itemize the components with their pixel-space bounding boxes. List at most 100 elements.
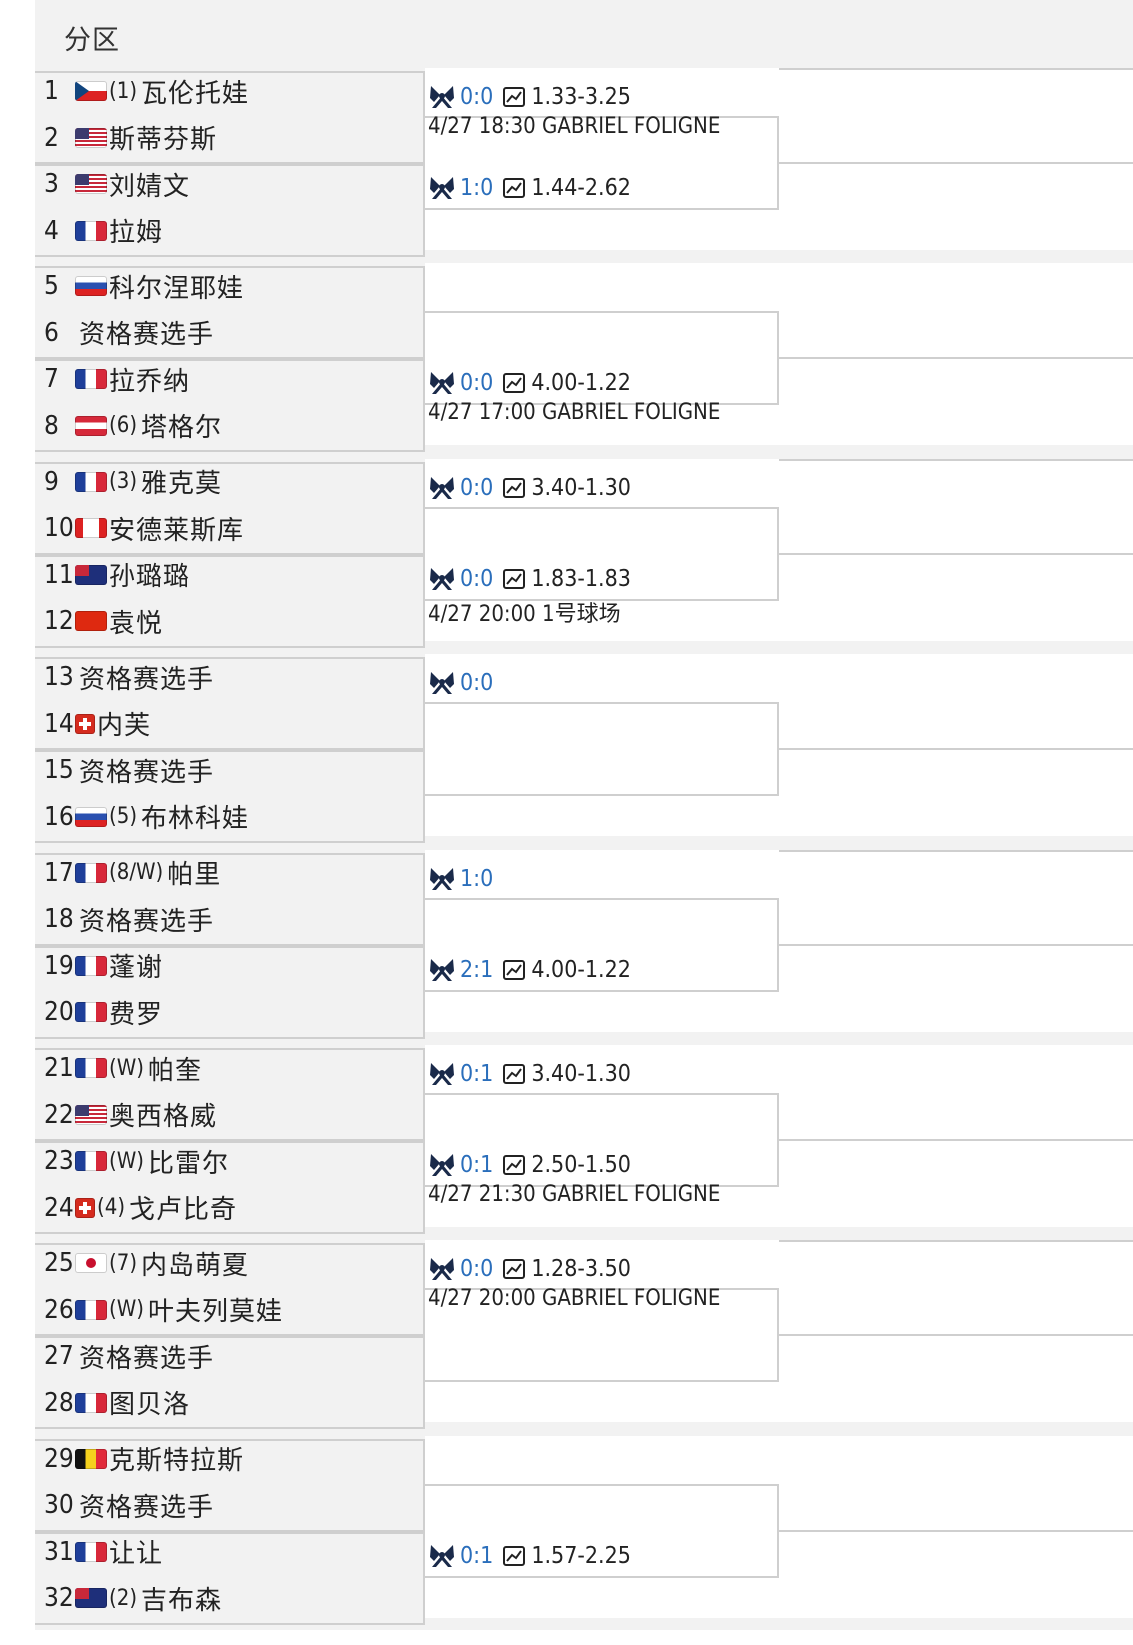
flag-canton	[75, 127, 89, 139]
player-seed-number: 19	[44, 950, 74, 981]
bracket-connector	[425, 897, 779, 992]
player-name: 资格赛选手	[79, 664, 215, 695]
head-to-head-icon[interactable]	[428, 175, 456, 201]
flag-cn-icon	[75, 611, 107, 632]
player-row[interactable]: 1(1)瓦伦托娃	[44, 74, 249, 109]
match-score[interactable]: 0:0	[460, 670, 494, 697]
match-score[interactable]: 0:0	[460, 84, 494, 110]
player-row[interactable]: 16(5)布林科娃	[44, 800, 250, 835]
bracket-line	[779, 1529, 1133, 1532]
head-to-head-icon[interactable]	[428, 670, 456, 696]
odds-chart-icon[interactable]	[503, 959, 526, 980]
match-score[interactable]: 0:0	[460, 474, 494, 501]
player-row[interactable]: 32(2)吉布森	[44, 1581, 223, 1616]
odds-chart-icon[interactable]	[503, 568, 526, 589]
head-to-head-icon[interactable]	[428, 1152, 456, 1178]
head-to-head-icon[interactable]	[428, 475, 456, 501]
flag-canton	[75, 564, 89, 576]
head-to-head-icon[interactable]	[428, 1061, 456, 1087]
odds-chart-icon[interactable]	[503, 1155, 526, 1175]
player-row[interactable]: 25(7)内岛萌夏	[44, 1246, 249, 1281]
bracket-line	[779, 458, 1133, 461]
bracket-line	[779, 849, 1133, 852]
head-to-head-icon[interactable]	[428, 866, 456, 892]
player-name: 吉布森	[141, 1585, 223, 1616]
flag-ch-icon	[75, 713, 95, 734]
match-score[interactable]: 0:1	[460, 1061, 494, 1087]
match-score[interactable]: 0:0	[460, 370, 494, 397]
bracket-connector	[425, 1483, 779, 1578]
head-to-head-icon[interactable]	[428, 957, 456, 983]
flag-us-icon	[75, 174, 107, 194]
player-name: 布林科娃	[141, 804, 250, 835]
match-info[interactable]: 1:0	[428, 866, 503, 892]
odds-chart-icon[interactable]	[503, 1545, 526, 1566]
head-to-head-icon[interactable]	[428, 84, 456, 110]
match-score[interactable]: 0:1	[460, 1542, 494, 1569]
flag-canton	[75, 174, 89, 185]
bracket-line	[779, 1334, 1133, 1337]
player-row[interactable]: 17(8/W)帕里	[44, 856, 221, 891]
flag-ru-icon	[75, 806, 107, 827]
player-row[interactable]: 9(3)雅克莫	[44, 465, 223, 500]
flag-cz-icon	[75, 81, 107, 101]
player-row[interactable]: 24(4)戈卢比奇	[44, 1191, 237, 1226]
match-score[interactable]: 0:1	[460, 1152, 494, 1178]
player-row[interactable]: 23(W)比雷尔	[44, 1144, 229, 1179]
player-seed-number: 16	[44, 801, 74, 832]
head-to-head-icon[interactable]	[428, 1543, 456, 1569]
match-score[interactable]: 2:1	[460, 956, 494, 983]
odds-chart-icon[interactable]	[503, 178, 526, 198]
odds-chart-icon[interactable]	[503, 87, 526, 107]
player-name: 雅克莫	[141, 469, 223, 500]
match-info[interactable]: 0:0	[428, 670, 503, 696]
odds-chart-icon[interactable]	[503, 373, 526, 394]
odds-chart-icon[interactable]	[503, 1064, 526, 1084]
match-score[interactable]: 0:0	[460, 1256, 494, 1283]
bracket-line	[779, 68, 1133, 70]
head-to-head-icon[interactable]	[428, 566, 456, 592]
player-row[interactable]: 21(W)帕奎	[44, 1051, 202, 1086]
match-score[interactable]: 1:0	[460, 865, 494, 892]
player-row[interactable]: 26(W)叶夫列莫娃	[44, 1293, 283, 1328]
player-row[interactable]: 8(6)塔格尔	[44, 409, 222, 444]
head-to-head-icon[interactable]	[428, 370, 456, 396]
odds-chart-icon[interactable]	[503, 1259, 526, 1280]
bracket-connector	[425, 1093, 779, 1187]
odds-chart-icon[interactable]	[503, 477, 526, 498]
match-score[interactable]: 0:0	[460, 565, 494, 592]
head-to-head-icon[interactable]	[428, 1256, 456, 1282]
match-score[interactable]: 1:0	[460, 175, 494, 201]
